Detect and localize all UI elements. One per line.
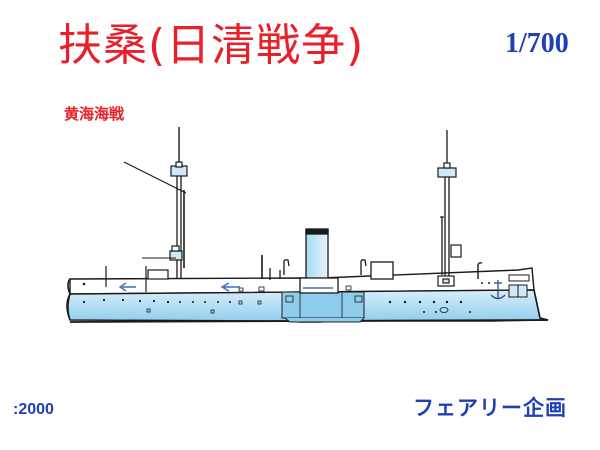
foremast: [105, 127, 188, 292]
ratio-label: :2000: [13, 401, 54, 418]
anchor-icon: [490, 280, 506, 300]
ventilators: [261, 255, 394, 280]
kit-title: 扶桑(日清戦争): [58, 20, 365, 71]
mainmast: [437, 130, 483, 287]
funnel: [299, 228, 339, 294]
battle-subtitle: 黄海海戦: [64, 105, 125, 123]
bow-fittings: [508, 274, 530, 298]
scale-label: 1/700: [505, 28, 569, 59]
maker-name: フェアリー企画: [413, 396, 567, 420]
deck-arrow-markings: [118, 282, 240, 292]
portholes: [82, 282, 490, 313]
